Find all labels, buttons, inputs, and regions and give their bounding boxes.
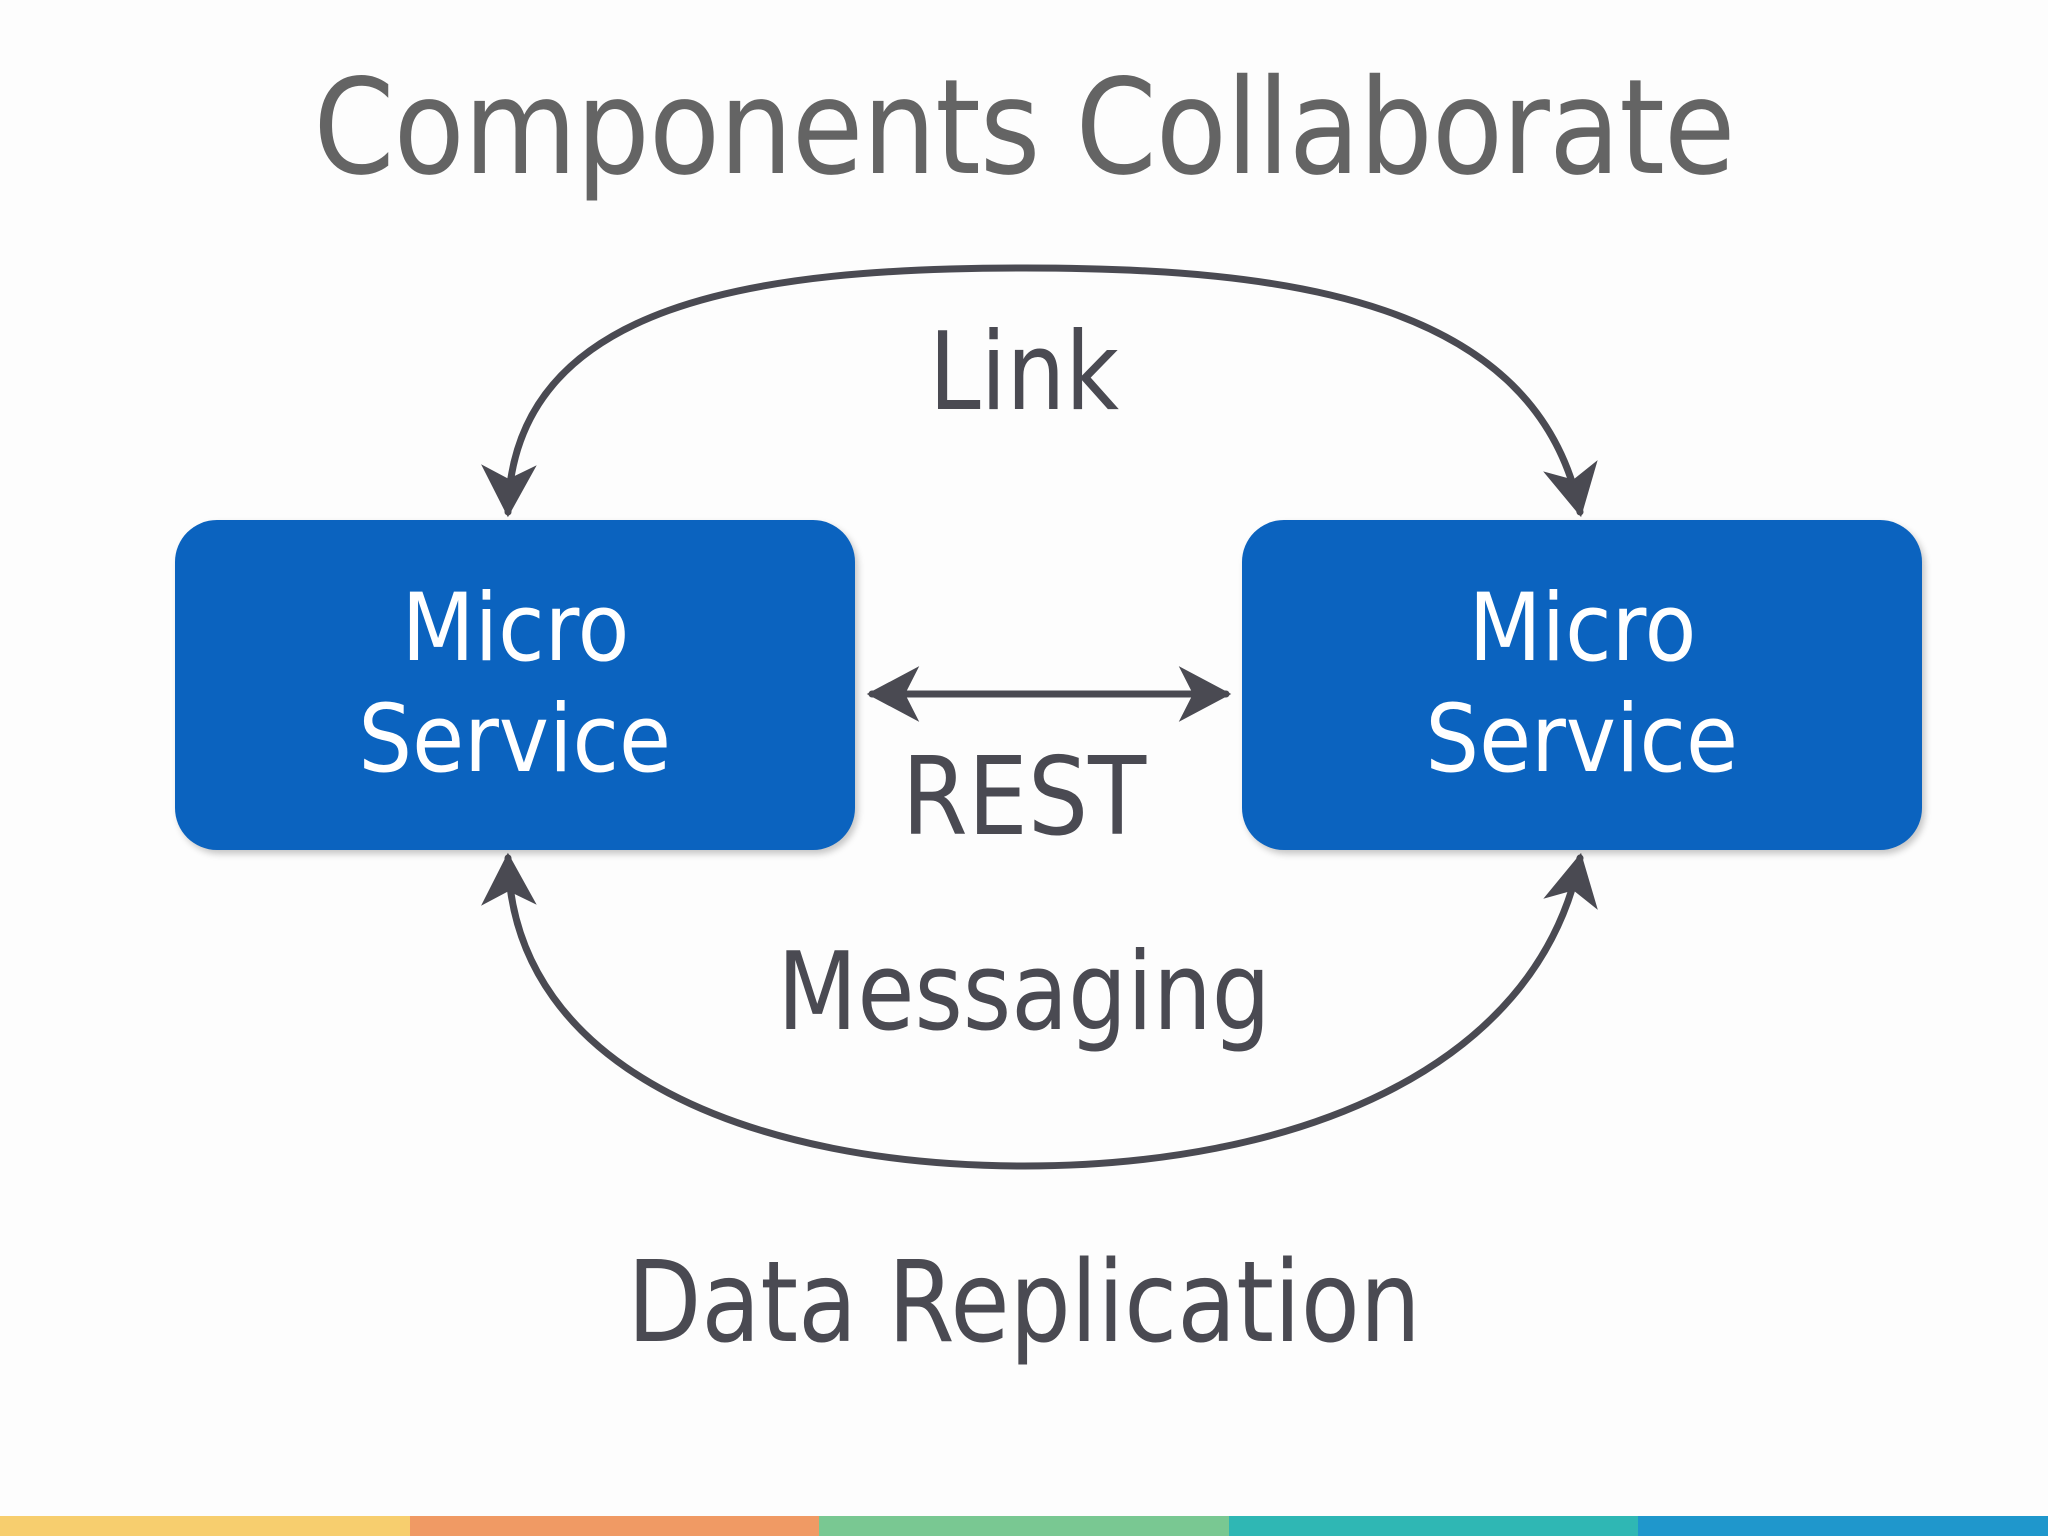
node-right-label-line1: Micro [1468,574,1696,684]
stripe-blue [1638,1516,2048,1536]
page-title: Components Collaborate [313,51,1735,205]
messaging-arc-path [481,852,1598,1170]
stripe-orange [409,1516,820,1536]
node-left-label-line2: Service [358,685,672,794]
stripe-teal [1228,1516,1639,1536]
node-left-label-line1: Micro [401,574,629,684]
link-arc-path [481,264,1598,518]
stripe-yellow [0,1516,410,1536]
link-arc-connector [481,264,1598,518]
stripe-green [819,1516,1229,1536]
diagram-caption: Data Replication [627,1238,1421,1368]
connector-label-rest: REST [901,735,1147,860]
connector-label-link: Link [928,310,1120,435]
node-microservice-left[interactable]: Micro Service [175,520,855,850]
messaging-arc-connector [481,852,1598,1170]
node-right-label-line2: Service [1425,685,1739,794]
bottom-color-bar [0,1516,2048,1536]
connector-label-messaging: Messaging [777,930,1271,1055]
node-microservice-right[interactable]: Micro Service [1242,520,1922,850]
